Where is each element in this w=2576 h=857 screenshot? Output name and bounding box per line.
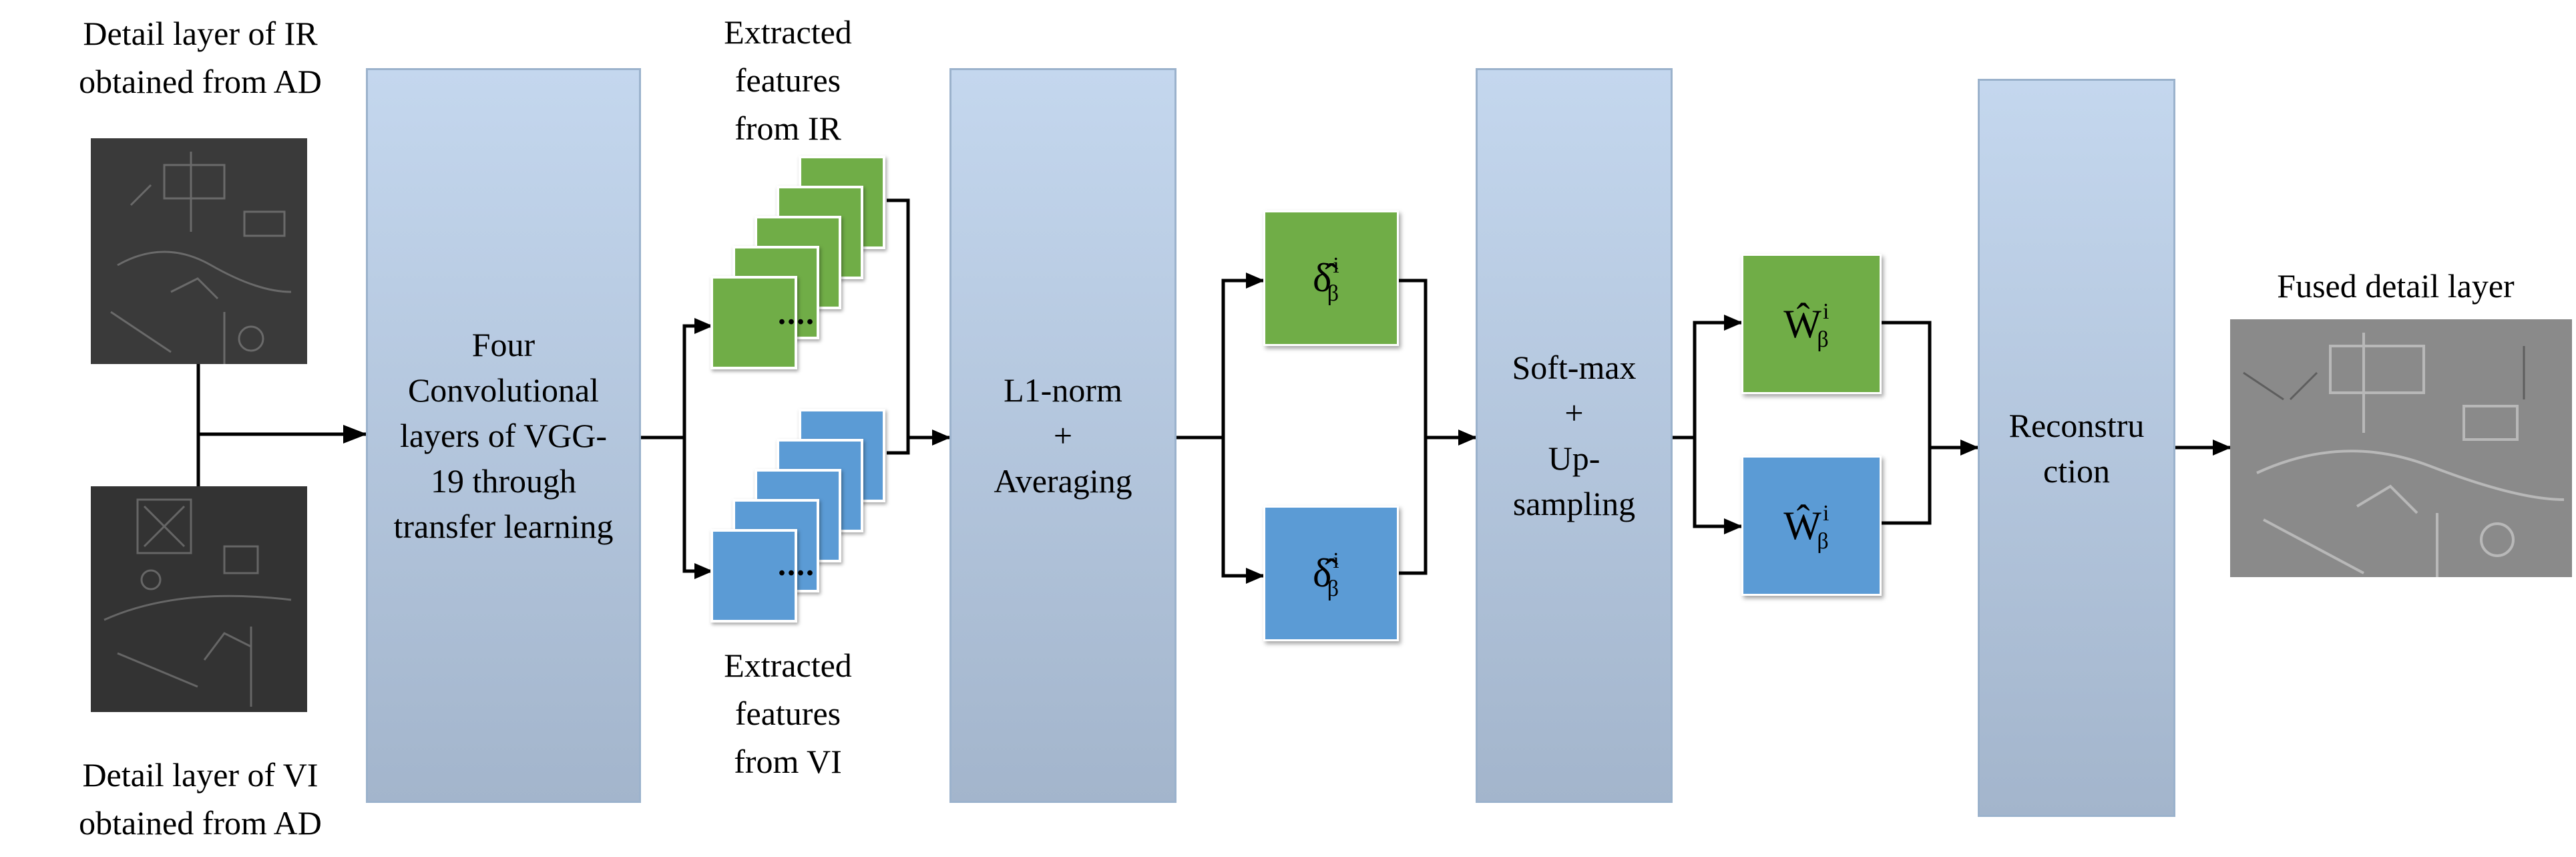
ir-features-caption-line: Extracted (724, 13, 852, 51)
vi-features-ellipsis: .... (778, 547, 815, 582)
l1-norm-block-line: Averaging (994, 462, 1132, 500)
delta-ir-box: δ̂iβ (1263, 210, 1399, 346)
vgg-block: Four Convolutional layers of VGG- 19 thr… (366, 68, 641, 803)
softmax-block-line: + (1564, 394, 1584, 432)
reconstruction-block-line: ction (2043, 452, 2110, 490)
ir-input-caption: Detail layer of IR obtained from AD (0, 9, 401, 106)
link-ir-features-to-l1 (887, 198, 910, 438)
fused-output-image (2230, 319, 2572, 577)
delta-vi-symbol: δ̂iβ (1312, 548, 1339, 601)
vgg-block-line: layers of VGG- (399, 417, 608, 454)
link-softmax-to-weights (1673, 315, 1743, 440)
ir-features-ellipsis: .... (778, 296, 815, 331)
vi-input-caption: Detail layer of VI obtained from AD (0, 751, 401, 847)
ir-features-caption-line: from IR (734, 110, 841, 147)
l1-norm-block: L1-norm + Averaging (949, 68, 1176, 803)
link-delta-ir-to-softmax (1399, 279, 1428, 438)
link-l1-to-delta-vi (1221, 438, 1265, 584)
delta-vi-box: δ̂iβ (1263, 506, 1399, 641)
link-softmax-to-weight-vi (1693, 438, 1743, 534)
softmax-block-line: sampling (1512, 485, 1636, 522)
weight-vi-box: Ŵiβ (1741, 456, 1882, 596)
softmax-block: Soft-max + Up- sampling (1476, 68, 1673, 803)
link-delta-vi-to-softmax (1399, 438, 1428, 575)
vi-features-caption-line: from VI (734, 743, 842, 780)
weight-ir-symbol: Ŵiβ (1783, 299, 1830, 352)
reconstruction-block: Reconstru ction (1978, 79, 2175, 817)
vi-features-caption-line: features (734, 695, 841, 732)
ir-input-caption-line: Detail layer of IR (83, 15, 318, 52)
l1-norm-block-line: + (1053, 417, 1073, 454)
softmax-block-line: Soft-max (1512, 349, 1637, 386)
ir-input-image (91, 138, 307, 364)
vi-features-caption: Extracted features from VI (674, 641, 901, 786)
vgg-block-line: Convolutional (407, 371, 600, 409)
fused-output-caption: Fused detail layer (2277, 267, 2515, 305)
ir-features-caption-line: features (734, 61, 841, 99)
link-vgg-to-vi-features (682, 438, 713, 579)
vgg-block-line: 19 through (430, 462, 577, 500)
softmax-block-line: Up- (1548, 440, 1600, 477)
vi-feature-map (710, 529, 797, 623)
link-weight-vi-to-recon (1882, 448, 1932, 525)
ir-feature-map (710, 276, 797, 369)
weight-ir-box: Ŵiβ (1741, 254, 1882, 394)
link-weight-ir-to-recon (1882, 321, 1932, 448)
link-vgg-to-ir-features (641, 318, 713, 440)
vi-input-image (91, 486, 307, 712)
vi-input-caption-line: obtained from AD (79, 804, 322, 842)
delta-ir-symbol: δ̂iβ (1312, 253, 1339, 306)
vi-input-caption-line: Detail layer of VI (82, 756, 318, 794)
weight-vi-symbol: Ŵiβ (1783, 500, 1830, 554)
vi-features-caption-line: Extracted (724, 647, 852, 684)
ir-features-caption: Extracted features from IR (674, 8, 901, 152)
ir-input-caption-line: obtained from AD (79, 63, 322, 100)
vgg-block-line: Four (471, 326, 535, 363)
l1-norm-block-line: L1-norm (1004, 371, 1122, 409)
link-vi-features-to-l1 (887, 438, 910, 455)
vgg-block-line: transfer learning (393, 508, 614, 545)
reconstruction-block-line: Reconstru (2008, 406, 2145, 444)
link-l1-to-deltas (1176, 273, 1265, 440)
